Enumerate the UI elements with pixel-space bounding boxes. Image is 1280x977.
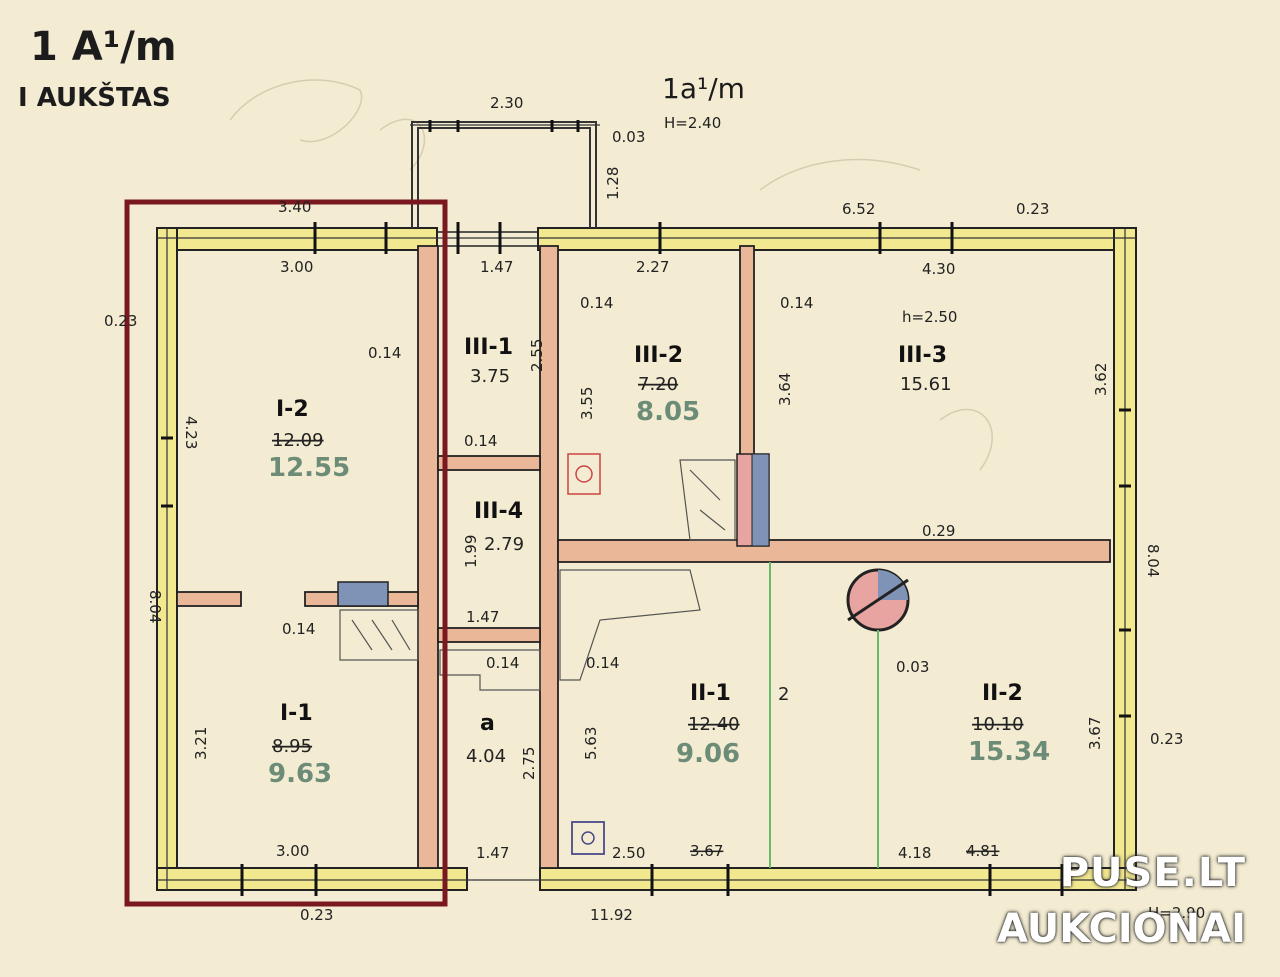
section-code: 1a¹/m	[662, 72, 745, 105]
dim-vert-275: 2.75	[520, 747, 538, 780]
dim-small-003: 0.03	[896, 658, 929, 676]
dim-top-overall-left: 3.40	[278, 198, 311, 216]
dim-inner-wall-5: 0.14	[282, 620, 315, 638]
dim-bottom-entry: 1.47	[476, 844, 509, 862]
room-labels: I-2 12.09 12.55 I-1 8.95 9.63 III-1 3.75…	[268, 335, 1050, 789]
dim-mid-147: 1.47	[466, 608, 499, 626]
dim-vert-255: 2.55	[528, 339, 546, 372]
dim-inner-wall-6: 0.14	[486, 654, 519, 672]
room-area-new-ii1: 9.06	[676, 739, 740, 769]
dim-top-left-room: 3.00	[280, 258, 313, 276]
dim-porch-wall: 0.03	[612, 128, 645, 146]
dim-inner-wall-3: 0.14	[780, 294, 813, 312]
room-area-old-ii2: 10.10	[972, 714, 1024, 735]
dim-bottom-height: H=2.90	[1148, 904, 1205, 922]
room-area-new-i1: 9.63	[268, 759, 332, 789]
dim-left-wall-bottom: 3.21	[192, 727, 210, 760]
room-area-iii4: 2.79	[484, 534, 524, 555]
room-code-i1: I-1	[280, 701, 313, 726]
dim-right-total: 8.04	[1144, 544, 1162, 577]
room-area-a: 4.04	[466, 746, 506, 767]
room-code-a: a	[480, 711, 495, 736]
round-stove-symbol	[846, 568, 910, 632]
room-area-iii1: 3.75	[470, 366, 510, 387]
room-code-iii1: III-1	[464, 335, 513, 360]
dim-left-wall: 0.23	[104, 312, 137, 330]
room-code-iii4: III-4	[474, 499, 523, 524]
porch-outline	[411, 121, 597, 228]
dim-bottom-418: 4.18	[898, 844, 931, 862]
room-code-iii3: III-3	[898, 343, 947, 368]
dim-top-right-room: 4.30	[922, 260, 955, 278]
room-area-old-i2: 12.09	[272, 430, 324, 451]
highlight-frame	[124, 199, 448, 907]
dim-bottom-481: 4.81	[966, 842, 999, 860]
dim-vert-355: 3.55	[578, 387, 596, 420]
chimney-blocks	[337, 453, 770, 855]
room-code-ii1: II-1	[690, 681, 731, 706]
dim-right-wall-top: 3.62	[1092, 363, 1110, 396]
room-area-new-i2: 12.55	[268, 453, 350, 483]
room-code-ii2: II-2	[982, 681, 1023, 706]
height-top-label: H=2.40	[664, 114, 721, 132]
dim-bottom-wall: 0.23	[300, 906, 333, 924]
room-area-new-ii2: 15.34	[968, 737, 1050, 767]
dimension-lines	[157, 124, 1136, 890]
dim-right-wall-thick: 0.23	[1150, 730, 1183, 748]
dim-vert-563: 5.63	[582, 727, 600, 760]
partition-lines	[769, 562, 879, 868]
dim-left-wall-top: 4.23	[182, 416, 200, 449]
dimension-labels: 3.40 3.00 2.30 0.03 1.28 1.47 2.27 6.52 …	[104, 94, 1205, 924]
dim-inner-wall-1: 0.14	[368, 344, 401, 362]
room-area-old-iii2: 7.20	[638, 374, 678, 395]
dim-porch-depth: 1.28	[604, 167, 622, 200]
room-area-new-iii2: 8.05	[636, 397, 700, 427]
dim-top-mid: 2.27	[636, 258, 669, 276]
room-area-old-i1: 8.95	[272, 736, 312, 757]
dim-bottom-left-room: 3.00	[276, 842, 309, 860]
dim-top-entry: 1.47	[480, 258, 513, 276]
dim-top-right-total: 6.52	[842, 200, 875, 218]
dim-porch-width: 2.30	[490, 94, 523, 112]
floor-title: I AUKŠTAS	[18, 81, 171, 113]
watermark-line-2: AUKCIONAI	[997, 906, 1246, 952]
dim-vert-364: 3.64	[776, 373, 794, 406]
dim-left-total: 8.04	[146, 590, 164, 623]
watermark-line-1: PUSE.LT	[1059, 850, 1246, 896]
dim-bottom-total: 11.92	[590, 906, 633, 924]
dim-right-wall-bottom: 3.67	[1086, 717, 1104, 750]
stair-label: 2	[778, 684, 789, 705]
plan-code: 1 A¹/m	[30, 24, 177, 70]
room-area-iii3: 15.61	[900, 374, 952, 395]
dimension-ticks	[161, 120, 1131, 896]
dim-vert-199: 1.99	[462, 535, 480, 568]
dim-inner-wall-7: 0.14	[586, 654, 619, 672]
dim-room3-wall: 0.29	[922, 522, 955, 540]
dim-room3-height: h=2.50	[902, 308, 957, 326]
dim-inner-wall-4: 0.14	[464, 432, 497, 450]
dim-top-right-wall: 0.23	[1016, 200, 1049, 218]
stair-hatch	[339, 459, 736, 691]
room-area-old-ii1: 12.40	[688, 714, 740, 735]
dim-inner-wall-2: 0.14	[580, 294, 613, 312]
dim-bottom-250: 2.50	[612, 844, 645, 862]
room-code-i2: I-2	[276, 397, 309, 422]
room-code-iii2: III-2	[634, 343, 683, 368]
dim-bottom-367: 3.67	[690, 842, 723, 860]
